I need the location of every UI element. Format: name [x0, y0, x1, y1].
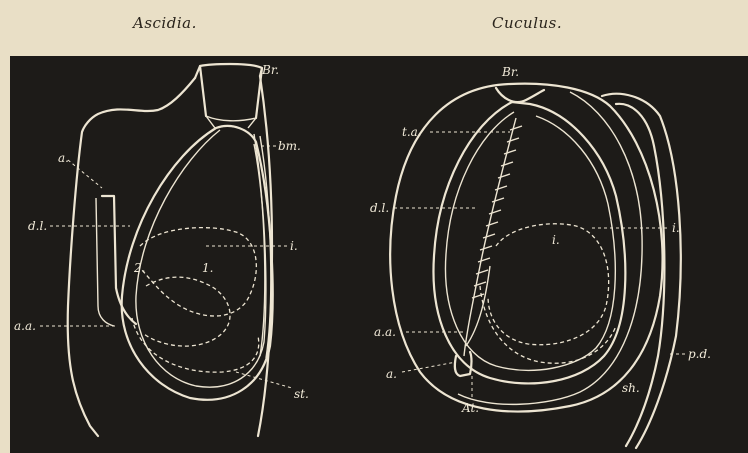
- label-dl-left: d.l.: [28, 219, 47, 233]
- label-br-right: Br.: [501, 65, 519, 79]
- illustration-plate: Br. a. bm. d.l. i. 2. 1. a.a. st.: [10, 56, 748, 453]
- label-1-left: 1.: [202, 261, 213, 275]
- label-aa-left: a.a.: [14, 319, 36, 333]
- cuculus-shell-outline: [390, 84, 662, 412]
- label-i-inner-right: i.: [552, 233, 560, 247]
- label-bm-left: bm.: [278, 139, 301, 153]
- caption-cuculus: Cuculus.: [492, 14, 562, 32]
- ascidia-inner-sac: [136, 130, 266, 387]
- label-ta-right: t.a.: [402, 125, 422, 139]
- ascidia-intestine-loop-1: [140, 228, 256, 316]
- label-sh-right: sh.: [622, 381, 640, 395]
- label-a-left: a.: [58, 151, 69, 165]
- ascidia-branchial-siphon: [195, 64, 262, 118]
- cuculus-endostyle: [464, 118, 516, 356]
- label-2-left: 2.: [133, 261, 145, 275]
- cuculus-inner-sac: [445, 112, 615, 370]
- label-at-right: At.: [461, 401, 479, 415]
- ascidia-dorsal-lamina: [96, 198, 114, 326]
- label-pd-right: p.d.: [688, 347, 711, 361]
- cuculus-endostyle-coil: [472, 126, 522, 298]
- label-st-left: st.: [294, 387, 309, 401]
- cuculus-intestine-loop: [488, 224, 609, 345]
- label-i-left: i.: [290, 239, 298, 253]
- ascidia-figure: [40, 64, 292, 436]
- label-aa-right: a.a.: [374, 325, 396, 339]
- anatomy-diagram: Br. a. bm. d.l. i. 2. 1. a.a. st.: [10, 56, 748, 453]
- leader-a-left: [68, 160, 102, 188]
- cuculus-figure: [390, 84, 686, 448]
- leader-a-right: [402, 362, 456, 372]
- cuculus-branchial-siphon: [496, 88, 544, 102]
- caption-ascidia: Ascidia.: [133, 14, 197, 32]
- ascidia-atrial-wall: [102, 196, 136, 324]
- label-a-right: a.: [386, 367, 397, 381]
- label-br-left: Br.: [261, 63, 279, 77]
- label-dl-right: d.l.: [370, 201, 389, 215]
- cuculus-stomach: [480, 286, 616, 363]
- label-i-right: i.: [672, 221, 680, 235]
- cuculus-branchial-sac: [433, 102, 625, 383]
- leader-st-left: [236, 372, 292, 388]
